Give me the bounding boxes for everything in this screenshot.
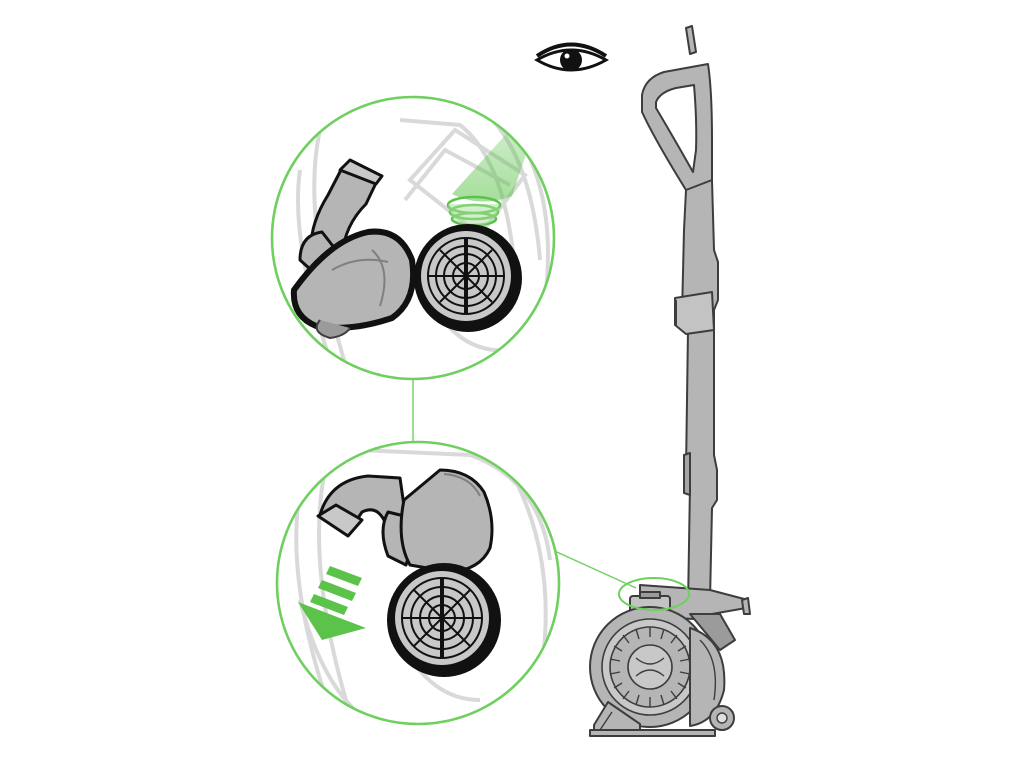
callout-top [270,95,556,381]
vacuum-upright [589,25,751,737]
handle-tip [685,25,697,55]
handle-opening [655,84,698,173]
filter-wheel-icon [387,563,501,677]
cyclone-cap [674,291,715,335]
filter-wheel-icon [414,224,522,332]
highlight-ring [618,577,690,611]
callout-top-ring [270,95,556,381]
down-arrow-icon [298,566,366,640]
main-wheel-hub [627,644,673,690]
connector-bottom-to-vacuum [547,547,637,589]
side-latch [683,452,691,496]
main-wheel-vents [609,627,691,707]
callout-connectors [412,379,637,589]
filter-lid-open [290,228,417,340]
filter-lid-closed [399,468,494,574]
callout-bottom-ring [275,440,561,726]
eye-icon [534,42,610,72]
callout-bottom [275,440,561,726]
motor-housing [689,627,726,727]
wand-tube [681,179,719,606]
